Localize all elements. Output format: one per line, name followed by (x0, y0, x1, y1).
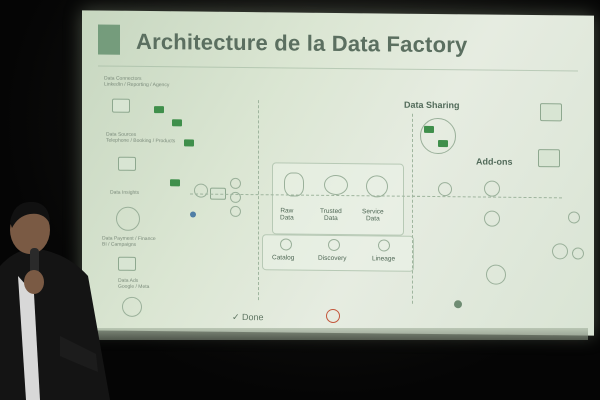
connector-green-icon (170, 179, 180, 187)
source-label-2: Data Sources Telephone / Booking / Produ… (106, 131, 176, 144)
service-data-icon (366, 175, 388, 198)
right-node-icon (572, 247, 584, 260)
layer-label-trusted: Trusted Data (320, 207, 342, 222)
connector-green-icon (184, 139, 194, 147)
right-panel-icon (540, 103, 562, 122)
flow-line (412, 113, 413, 304)
right-node-icon (568, 211, 580, 224)
source-label-1: Data Connectors LinkedIn / Reporting / A… (104, 75, 170, 88)
add-ons-heading: Add-ons (476, 156, 513, 167)
presenter (0, 201, 110, 400)
right-panel-icon (538, 149, 560, 168)
addon-icon (484, 210, 500, 227)
discovery-icon (328, 238, 340, 252)
bottom-legend-icon (326, 308, 340, 324)
source-label-4: Data Payment / Finance BI / Campaigns (102, 235, 156, 248)
tool-label-catalog: Catalog (272, 254, 295, 262)
slide-title: Architecture de la Data Factory (136, 28, 468, 58)
projection-screen: Architecture de la Data Factory Data Con… (82, 10, 594, 336)
sharing-cycle-icon (420, 117, 456, 155)
trusted-data-icon (324, 174, 348, 196)
sharing-green-icon (424, 125, 434, 134)
slide-corner-mark (98, 24, 120, 55)
addon-icon (484, 180, 500, 197)
raw-data-icon (284, 172, 304, 197)
tool-label-lineage: Lineage (372, 255, 396, 263)
title-divider (98, 65, 578, 72)
source-icon-2 (118, 156, 136, 171)
ingest-node-icon (194, 183, 208, 198)
bottom-node (454, 300, 462, 309)
layer-label-service: Service Data (362, 208, 384, 223)
connector-green-icon (154, 106, 164, 114)
payment-icon (118, 256, 136, 271)
right-node-icon (552, 243, 568, 260)
network-icon (116, 206, 140, 231)
source-label-3: Data Insights (110, 189, 140, 196)
check-icon (230, 205, 241, 217)
flow-line (258, 100, 259, 301)
connector-green-icon (172, 119, 182, 127)
source-label-5: Data Ads Google / Meta (118, 277, 150, 290)
layer-label-raw: Raw Data (280, 207, 294, 222)
tool-label-discovery: Discovery (318, 254, 347, 263)
flow-line (412, 195, 562, 199)
sharing-green-icon (438, 140, 448, 148)
plus-icon (230, 177, 241, 189)
share-node-icon (438, 182, 452, 197)
done-label: ✓ Done (232, 311, 264, 323)
lineage-icon (378, 239, 390, 252)
pipeline-node (190, 211, 196, 218)
ads-icon (122, 296, 142, 317)
ai-icon (486, 264, 506, 285)
source-icon-1 (112, 98, 130, 113)
screen-frame-bottom (88, 328, 588, 340)
catalog-icon (280, 238, 292, 251)
data-sharing-heading: Data Sharing (404, 99, 460, 111)
